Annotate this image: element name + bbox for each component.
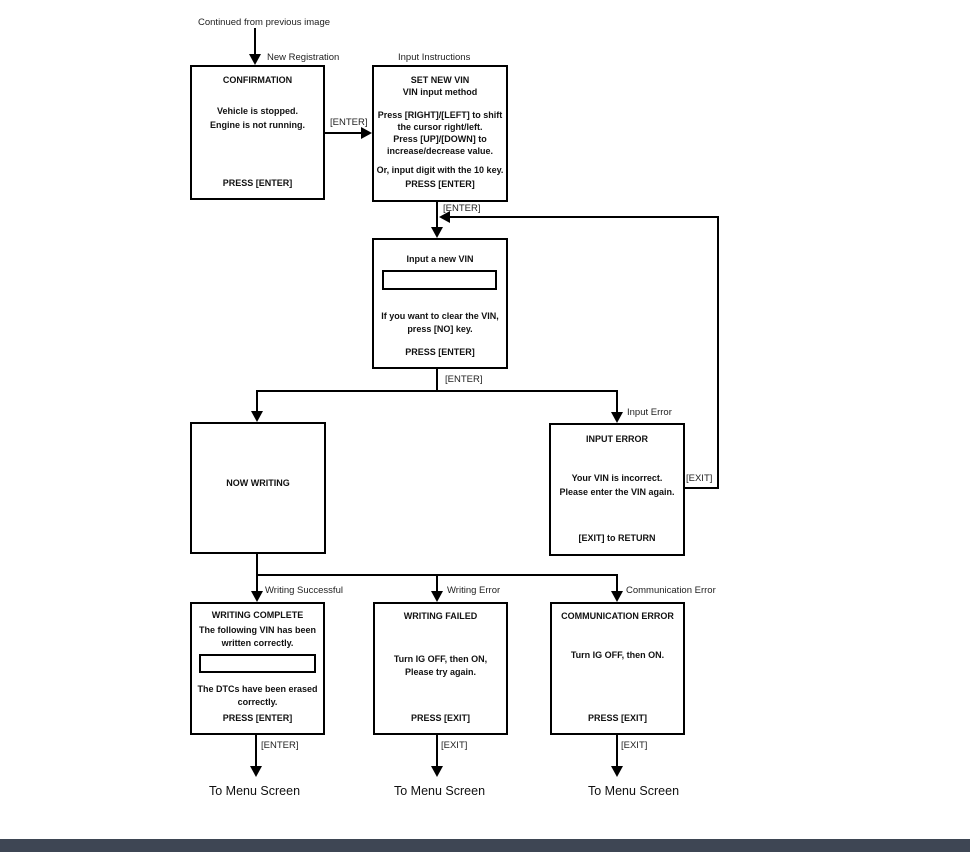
line-branch1-right (616, 390, 618, 415)
arrowhead-exit-return (439, 211, 450, 223)
box-footer: PRESS [ENTER] (405, 179, 475, 189)
box-footer: PRESS [ENTER] (222, 713, 293, 723)
box-writing-complete: WRITING COMPLETE The following VIN has b… (190, 602, 325, 735)
arrowhead-input-error (611, 412, 623, 423)
arrowhead-menu-1 (250, 766, 262, 777)
arrowhead-writing-failed (431, 591, 443, 602)
box-footer: PRESS [ENTER] (405, 347, 475, 357)
box-title: VIN input method (402, 87, 478, 97)
arrowhead-menu-2 (431, 766, 443, 777)
label-new-registration: New Registration (267, 52, 340, 63)
vin-written-field (199, 654, 316, 673)
label-exit-bottom-1: [EXIT] (441, 740, 468, 751)
line-branch1-left (256, 390, 258, 414)
line-branch1 (256, 390, 618, 392)
line-exit-return-top (449, 216, 719, 218)
box-footer: [EXIT] to RETURN (578, 533, 656, 543)
line-entry (254, 28, 256, 56)
arrowhead-menu-3 (611, 766, 623, 777)
box-text: press [NO] key. (407, 324, 473, 334)
box-text: The DTCs have been erased (197, 684, 318, 694)
line-branch2-left (256, 574, 258, 593)
box-text: Turn IG OFF, then ON. (570, 650, 665, 660)
line-confirm-to-set (325, 132, 363, 134)
line-nowwriting-down (256, 554, 258, 576)
box-text: If you want to clear the VIN, (381, 311, 499, 321)
label-writing-successful: Writing Successful (265, 585, 343, 596)
box-text: Or, input digit with the 10 key. (376, 165, 504, 175)
box-text: written correctly. (221, 638, 294, 648)
box-set-new-vin: SET NEW VIN VIN input method Press [RIGH… (372, 65, 508, 202)
arrowhead-communication-error (611, 591, 623, 602)
line-exit-return-bottom (685, 487, 719, 489)
label-enter-top: [ENTER] (330, 117, 368, 128)
arrowhead-set-to-input (431, 227, 443, 238)
line-commerror-to-menu (616, 735, 618, 768)
box-now-writing: NOW WRITING (190, 422, 326, 554)
box-confirmation: CONFIRMATION Vehicle is stopped. Engine … (190, 65, 325, 200)
box-footer: PRESS [EXIT] (587, 713, 647, 723)
label-to-menu-screen-2: To Menu Screen (394, 784, 486, 798)
arrowhead-writing-complete (251, 591, 263, 602)
line-set-to-input (436, 200, 438, 229)
box-communication-error: COMMUNICATION ERROR Turn IG OFF, then ON… (550, 602, 685, 735)
label-to-menu-screen-1: To Menu Screen (209, 784, 301, 798)
box-text: Press [UP]/[DOWN] to (393, 134, 487, 144)
box-text: Press [RIGHT]/[LEFT] to shift (377, 110, 503, 120)
box-title: WRITING FAILED (403, 611, 478, 621)
box-text: Your VIN is incorrect. (571, 473, 663, 483)
box-title: Input a new VIN (406, 254, 474, 264)
box-footer: PRESS [EXIT] (410, 713, 470, 723)
line-input-down (436, 369, 438, 392)
box-title: NOW WRITING (226, 478, 290, 488)
line-branch2-mid (436, 574, 438, 593)
vin-input-field (382, 270, 497, 290)
box-input-new-vin: Input a new VIN If you want to clear the… (372, 238, 508, 369)
box-title: INPUT ERROR (585, 434, 648, 444)
box-text: Engine is not running. (210, 120, 305, 130)
line-failed-to-menu (436, 735, 438, 768)
label-enter-bottom: [ENTER] (261, 740, 299, 751)
box-title: COMMUNICATION ERROR (561, 611, 674, 621)
line-complete-to-menu (255, 735, 257, 768)
arrowhead-confirm-to-set (361, 127, 372, 139)
box-input-error: INPUT ERROR Your VIN is incorrect. Pleas… (549, 423, 685, 556)
bottom-bar (0, 839, 970, 852)
label-exit-bottom-2: [EXIT] (621, 740, 648, 751)
label-input-error: Input Error (627, 407, 672, 418)
box-text: Please enter the VIN again. (559, 487, 675, 497)
box-title: CONFIRMATION (222, 75, 293, 85)
box-footer: PRESS [ENTER] (222, 178, 293, 188)
box-text: the cursor right/left. (397, 122, 483, 132)
box-text: Vehicle is stopped. (216, 106, 299, 116)
box-text: The following VIN has been (198, 625, 316, 635)
label-input-instructions: Input Instructions (398, 52, 471, 63)
box-text: correctly. (237, 697, 278, 707)
label-to-menu-screen-3: To Menu Screen (588, 784, 680, 798)
label-communication-error: Communication Error (626, 585, 716, 596)
label-enter-return: [ENTER] (443, 203, 481, 214)
line-exit-return-right (717, 216, 719, 489)
arrowhead-entry (249, 54, 261, 65)
label-exit-loop: [EXIT] (686, 473, 713, 484)
box-text: Turn IG OFF, then ON, (393, 654, 488, 664)
box-text: increase/decrease value. (386, 146, 494, 156)
box-title: SET NEW VIN (410, 75, 470, 85)
box-title: WRITING COMPLETE (211, 610, 304, 620)
label-continued-from-previous: Continued from previous image (198, 17, 331, 28)
box-writing-failed: WRITING FAILED Turn IG OFF, then ON, Ple… (373, 602, 508, 735)
arrowhead-now-writing (251, 411, 263, 422)
label-enter-branch: [ENTER] (445, 374, 483, 385)
label-writing-error: Writing Error (447, 585, 501, 596)
line-branch2-right (616, 574, 618, 593)
box-text: Please try again. (404, 667, 477, 677)
